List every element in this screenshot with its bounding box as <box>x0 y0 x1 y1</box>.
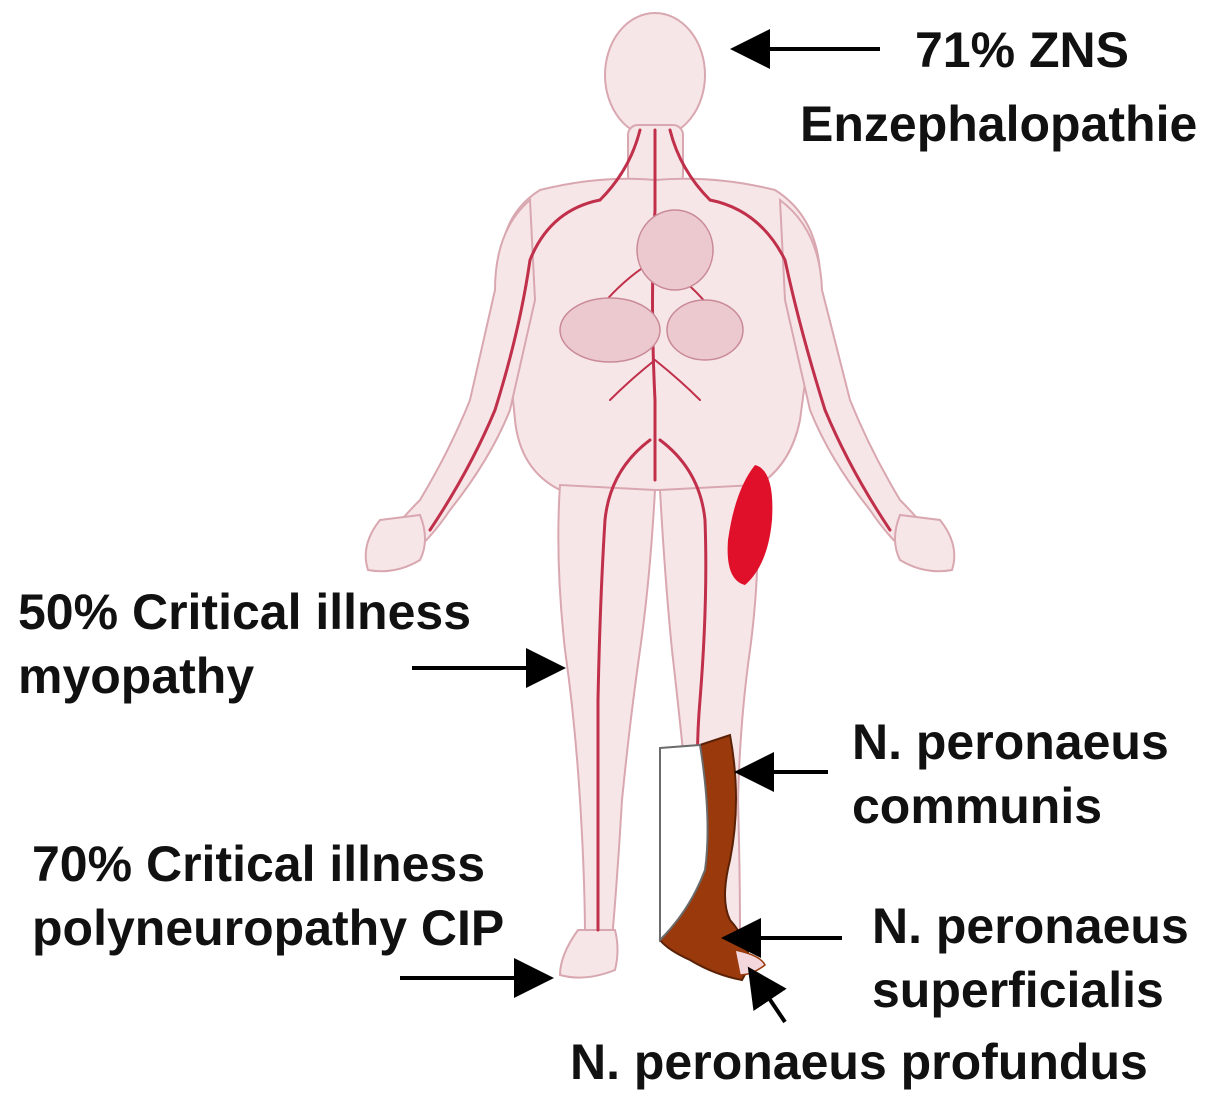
label-zns-line2: Enzephalopathie <box>800 92 1197 156</box>
heart-shape <box>637 210 713 290</box>
label-profundus-line1: N. peronaeus profundus <box>570 1030 1148 1094</box>
label-communis: N. peronaeus communis <box>852 710 1169 838</box>
label-superficialis: N. peronaeus superficialis <box>872 894 1189 1022</box>
label-myopathy: 50% Critical illness myopathy <box>18 580 471 708</box>
label-superficialis-line2: superficialis <box>872 958 1189 1022</box>
label-polyneuropathy-line1: 70% Critical illness <box>32 832 504 896</box>
label-zns-line1: 71% ZNS <box>915 18 1129 82</box>
liver-shape <box>560 298 660 362</box>
label-myopathy-line2: myopathy <box>18 644 471 708</box>
left-foot-shape <box>560 930 618 978</box>
label-communis-line1: N. peronaeus <box>852 710 1169 774</box>
left-hand-shape <box>366 515 425 571</box>
label-profundus: N. peronaeus profundus <box>570 1030 1148 1094</box>
head-shape <box>605 13 705 137</box>
label-myopathy-line1: 50% Critical illness <box>18 580 471 644</box>
label-polyneuropathy-line2: polyneuropathy CIP <box>32 896 504 960</box>
right-hand-shape <box>895 515 954 571</box>
label-zns-sub: Enzephalopathie <box>800 92 1197 156</box>
left-arm-shape <box>385 200 535 560</box>
arrow-profundus <box>750 970 785 1022</box>
label-zns: 71% ZNS <box>915 18 1129 82</box>
label-superficialis-line1: N. peronaeus <box>872 894 1189 958</box>
label-communis-line2: communis <box>852 774 1169 838</box>
label-polyneuropathy: 70% Critical illness polyneuropathy CIP <box>32 832 504 960</box>
stomach-shape <box>667 300 743 360</box>
left-leg-shape <box>558 485 655 940</box>
right-arm-shape <box>780 200 935 560</box>
